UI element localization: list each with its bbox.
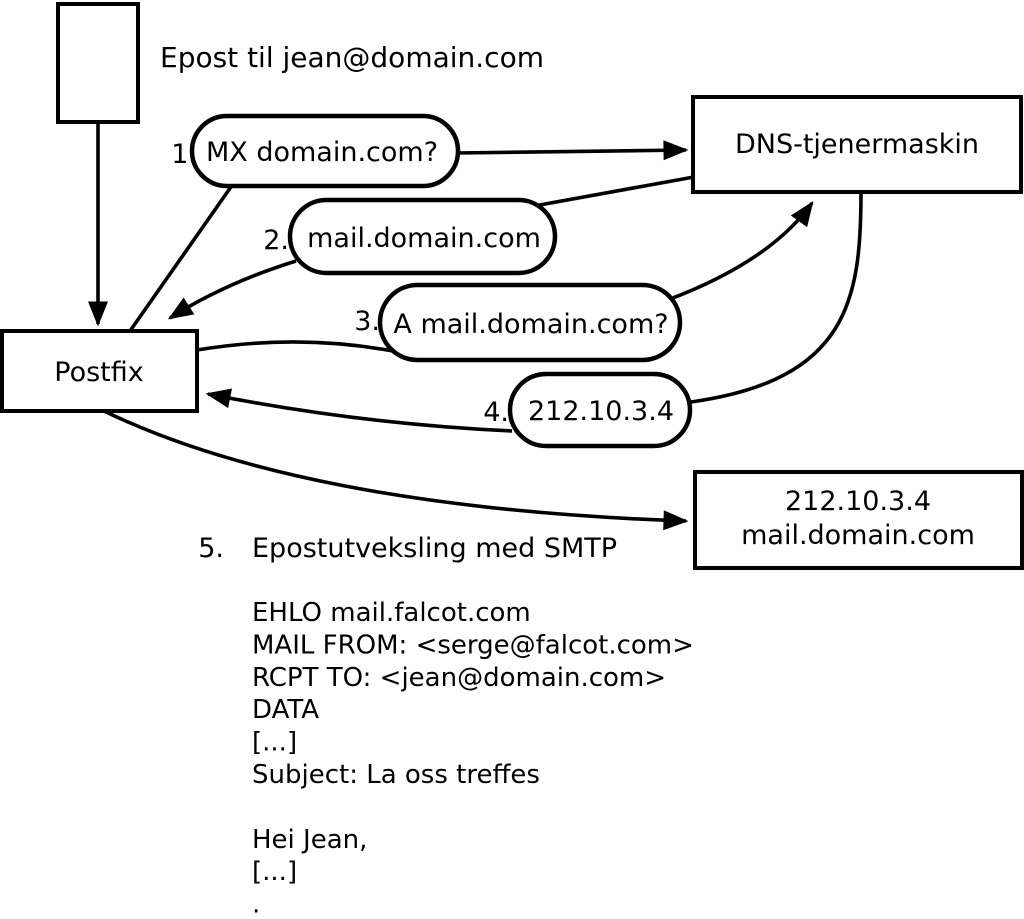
smtp-session-transcript: EHLO mail.falcot.com MAIL FROM: <serge@f… (252, 598, 694, 919)
smtp-line: [...] (252, 728, 297, 758)
step2-bubble (287, 197, 558, 276)
step3-number: 3. (354, 306, 380, 337)
dns-server-label: DNS-tjenermaskin (735, 129, 979, 160)
step2-label: mail.domain.com (307, 223, 541, 254)
postfix-to-a-query-line (196, 340, 399, 354)
step4-label: 212.10.3.4 (528, 396, 674, 427)
mx-answer-to-postfix-arrow (167, 259, 297, 320)
step1-bubble (189, 113, 461, 189)
a-query-to-dns-arrow (664, 200, 814, 303)
dns-server-box (691, 95, 1023, 194)
step4-bubble (507, 371, 693, 449)
postfix-to-mailserver-arrow (103, 409, 689, 531)
mail-server-host-label: mail.domain.com (741, 520, 975, 551)
smtp-line: Subject: La oss treffes (252, 760, 540, 790)
postfix-to-mx-query-line (128, 182, 235, 333)
smtp-line: RCPT TO: <jean@domain.com> (252, 663, 666, 693)
message-title: Epost til jean@domain.com (160, 41, 544, 74)
smtp-line: EHLO mail.falcot.com (252, 598, 531, 628)
smtp-line: MAIL FROM: <serge@falcot.com> (252, 630, 694, 660)
smtp-line: DATA (252, 695, 319, 725)
smtp-line: . (252, 890, 260, 919)
postfix-box (0, 329, 199, 413)
smtp-line: Hei Jean, (252, 825, 367, 855)
mail-server-box (693, 470, 1024, 570)
smtp-line: [...] (252, 857, 297, 887)
step3-label: A mail.domain.com? (393, 309, 668, 340)
step5-number: 5. (198, 533, 224, 564)
step4-number: 4. (483, 397, 509, 428)
step2-number: 2. (263, 225, 289, 256)
mx-query-to-dns-arrow (455, 140, 689, 161)
postfix-label: Postfix (54, 357, 143, 388)
dns-to-mx-answer-line (533, 175, 695, 208)
ip-answer-to-postfix-arrow (205, 388, 513, 433)
step1-label: MX domain.com? (206, 137, 438, 168)
step3-bubble (377, 282, 683, 363)
dns-to-ip-answer-line (690, 191, 863, 404)
mail-server-ip-label: 212.10.3.4 (785, 486, 931, 517)
message-envelope-icon (56, 2, 140, 124)
step5-label: Epostutveksling med SMTP (252, 533, 617, 564)
